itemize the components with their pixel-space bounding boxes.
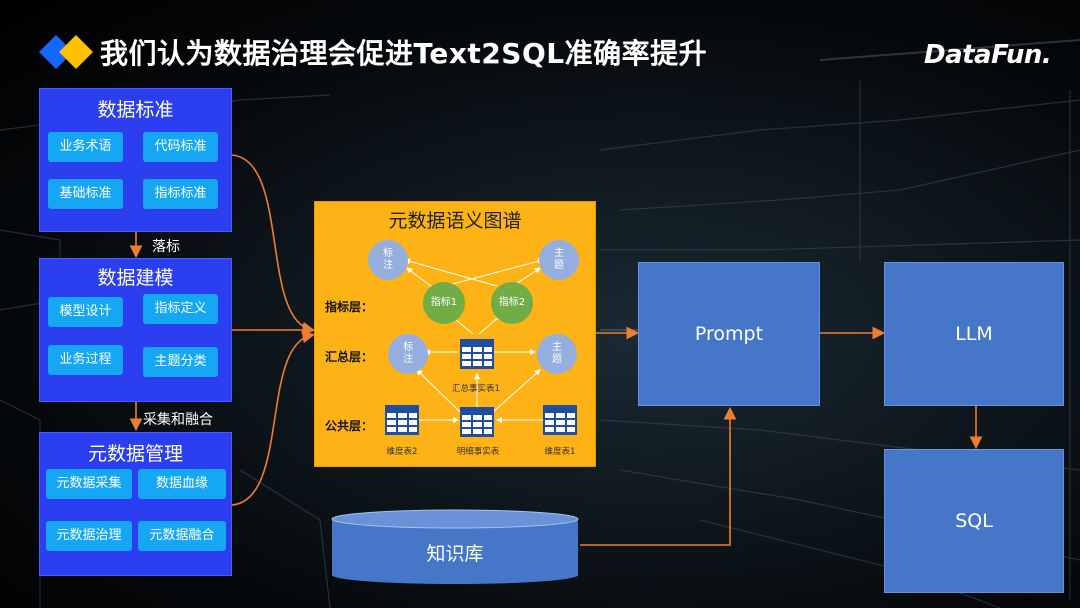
summary-fact-table-icon	[460, 339, 494, 369]
sql-box: SQL	[884, 449, 1064, 593]
sql-label: SQL	[955, 510, 993, 532]
basic-standard-chip: 基础标准	[48, 179, 123, 209]
semantic-graph-title: 元数据语义图谱	[388, 210, 522, 232]
node-topic-top: 主题	[539, 240, 579, 280]
dim-table-2-label: 维度表2	[386, 447, 418, 457]
node-topic-mid: 主题	[537, 334, 577, 374]
prompt-box: Prompt	[638, 262, 820, 406]
topic-classification-chip: 主题分类	[143, 347, 218, 377]
title-diamond-icon	[39, 35, 93, 69]
indicator-standard-chip: 指标标准	[143, 179, 218, 209]
code-standard-chip: 代码标准	[143, 132, 218, 162]
llm-box: LLM	[884, 262, 1064, 406]
node-tag-top: 标注	[368, 240, 408, 280]
data-standard-title: 数据标准	[97, 99, 174, 121]
layer-label-summary: 汇总层：	[325, 350, 374, 364]
data-lineage-chip: 数据血缘	[138, 469, 226, 499]
node-tag-mid-label: 标注	[403, 342, 413, 365]
brand-logo: DataFun.	[924, 40, 1052, 70]
data-modeling-panel: 数据建模 模型设计 指标定义 业务过程 主题分类	[39, 258, 232, 402]
node-tag-mid: 标注	[388, 334, 428, 374]
knowledge-base-cylinder	[331, 509, 579, 584]
node-indicator-2-label: 指标2	[498, 297, 526, 308]
prompt-label: Prompt	[694, 323, 764, 345]
node-indicator-2: 指标2	[491, 282, 533, 324]
semantic-graph-panel: 元数据语义图谱	[314, 201, 596, 467]
dim-table-1-label: 维度表1	[544, 447, 576, 457]
node-topic-top-label: 主题	[554, 248, 564, 271]
business-term-chip: 业务术语	[48, 132, 123, 162]
layer-label-public: 公共层：	[325, 419, 374, 433]
knowledge-base-label: 知识库	[426, 543, 484, 565]
layer-label-indicator: 指标层：	[325, 300, 374, 314]
summary-fact-table-label: 汇总事实表1	[452, 384, 500, 394]
model-design-chip: 模型设计	[48, 297, 123, 327]
page-title: 我们认为数据治理会促进Text2SQL准确率提升	[100, 37, 708, 70]
node-indicator-1-label: 指标1	[430, 297, 458, 308]
detail-fact-table-icon	[460, 407, 494, 437]
brand-logo-text: DataFun.	[924, 40, 1052, 70]
indicator-definition-chip: 指标定义	[143, 294, 218, 324]
node-topic-mid-label: 主题	[552, 342, 562, 365]
data-modeling-title: 数据建模	[97, 267, 174, 289]
metadata-collection-chip: 元数据采集	[46, 469, 132, 499]
metadata-management-panel: 元数据管理 元数据采集 数据血缘 元数据治理 元数据融合	[39, 432, 232, 576]
connector-label-collect-merge: 采集和融合	[143, 412, 213, 428]
connector-label-standardize: 落标	[152, 239, 180, 255]
metadata-governance-chip: 元数据治理	[46, 521, 132, 551]
detail-fact-table-label: 明细事实表	[456, 447, 500, 457]
node-tag-top-label: 标注	[383, 248, 393, 271]
metadata-fusion-chip: 元数据融合	[138, 521, 226, 551]
data-standard-panel: 数据标准 业务术语 代码标准 基础标准 指标标准	[39, 88, 232, 232]
dim-table-1-icon	[543, 405, 577, 435]
node-indicator-1: 指标1	[423, 282, 465, 324]
dim-table-2-icon	[385, 405, 419, 435]
business-process-chip: 业务过程	[48, 345, 123, 375]
llm-label: LLM	[955, 323, 993, 345]
metadata-management-title: 元数据管理	[87, 443, 183, 465]
